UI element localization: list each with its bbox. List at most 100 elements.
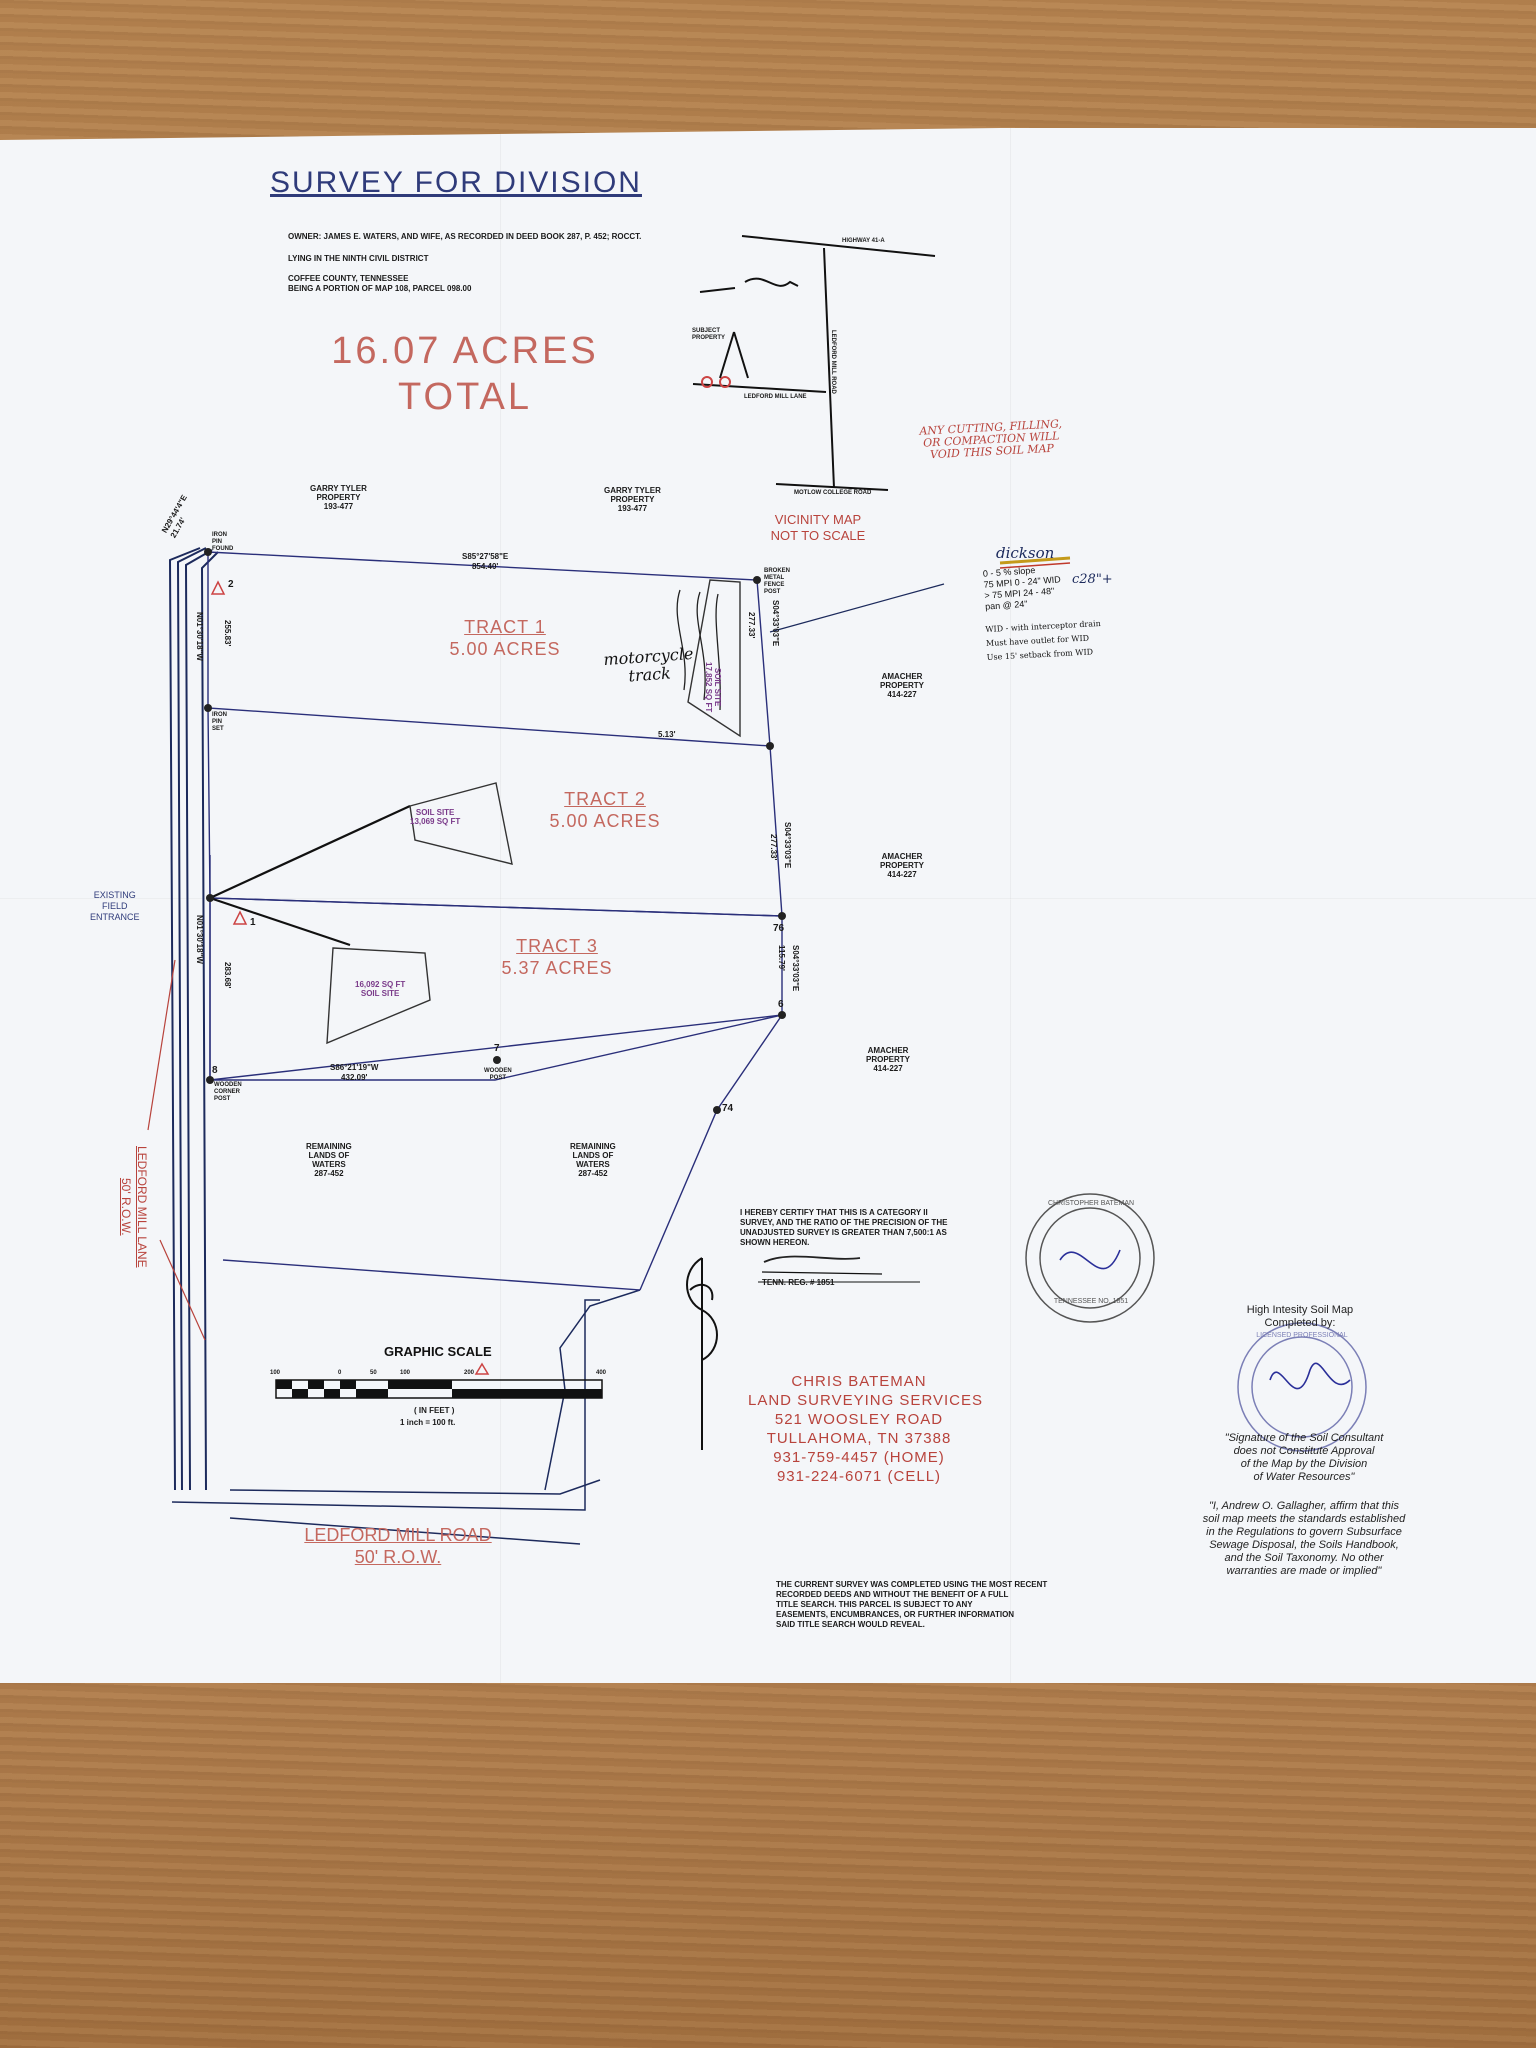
bearing-short-dist: 5.13' bbox=[658, 730, 676, 739]
scale-tick: 0 bbox=[338, 1370, 342, 1376]
vicinity-subject: SUBJECT PROPERTY bbox=[692, 328, 725, 342]
prop-line: LANDS OF bbox=[572, 1151, 614, 1160]
soil-note-extra: c28"+ bbox=[1072, 572, 1113, 587]
prop-line: PROPERTY bbox=[610, 495, 655, 504]
point-number: 8 bbox=[212, 1065, 218, 1076]
field-line: ENTRANCE bbox=[90, 912, 140, 922]
tract-2-label: TRACT 2 5.00 ACRES bbox=[530, 788, 680, 832]
tract-acres: 5.00 ACRES bbox=[549, 811, 661, 831]
prop-line: AMACHER bbox=[867, 1046, 909, 1055]
soil-site-2: SOIL SITE 13,069 SQ FT bbox=[410, 808, 460, 826]
page-title: SURVEY FOR DIVISION bbox=[270, 166, 642, 199]
adjacent-amacher: AMACHER PROPERTY 414-227 bbox=[880, 672, 924, 699]
pin-label: IRON PIN FOUND bbox=[212, 532, 233, 553]
bearing-left-top: N01°30'18"W bbox=[194, 612, 204, 661]
prop-line: AMACHER bbox=[881, 852, 923, 861]
soil-site-area: 13,069 SQ FT bbox=[410, 817, 461, 826]
surveyor-seal: CHRISTOPHER BATEMAN bbox=[1046, 1200, 1136, 1207]
prop-line: PROPERTY bbox=[866, 1055, 911, 1064]
pin-line: FOUND bbox=[212, 546, 234, 552]
cert-line: UNADJUSTED SURVEY IS GREATER THAN 7,500:… bbox=[740, 1228, 947, 1237]
soil-map-approval: "Signature of the Soil Consultant does n… bbox=[1204, 1432, 1404, 1484]
pin-line: POST bbox=[764, 589, 781, 595]
road-row: 50' R.O.W. bbox=[119, 1177, 133, 1236]
pin-label: WOODEN POST bbox=[484, 1068, 512, 1082]
bearing-top: S85°27'58"E 854.40' bbox=[462, 552, 508, 572]
point-number: 2 bbox=[228, 579, 234, 590]
pin-line: SET bbox=[212, 726, 224, 732]
subject-line: SUBJECT bbox=[692, 328, 721, 334]
soil-scientist-seal: LICENSED PROFESSIONAL bbox=[1256, 1332, 1348, 1339]
affirm-line: in the Regulations to govern Subsurface bbox=[1206, 1526, 1402, 1538]
pin-line: FENCE bbox=[764, 582, 785, 588]
soil-site-area: 17,852 SQ FT bbox=[704, 662, 713, 713]
tract-name: TRACT 3 bbox=[516, 936, 598, 956]
owner-line: OWNER: JAMES E. WATERS, AND WIFE, AS REC… bbox=[288, 232, 642, 241]
seal-line: CHRISTOPHER BATEMAN bbox=[1047, 1200, 1135, 1207]
registration: TENN. REG. # 1851 bbox=[762, 1278, 835, 1287]
pin-line: CORNER bbox=[214, 1089, 241, 1095]
company-line: 521 WOOSLEY ROAD bbox=[774, 1411, 944, 1428]
soil-map-line: Completed by: bbox=[1264, 1317, 1336, 1329]
company-line: 931-759-4457 (HOME) bbox=[773, 1449, 945, 1466]
disclaimer-line: THE CURRENT SURVEY WAS COMPLETED USING T… bbox=[776, 1580, 1048, 1589]
bearing-right-mid-dist: 277.33' bbox=[769, 834, 778, 861]
seal-line: LICENSED PROFESSIONAL bbox=[1256, 1332, 1348, 1339]
soil-site-3: 16,092 SQ FT SOIL SITE bbox=[355, 980, 405, 998]
field-line: EXISTING bbox=[93, 890, 136, 900]
prop-line: 287-452 bbox=[314, 1169, 344, 1178]
affirm-line: "I, Andrew O. Gallagher, affirm that thi… bbox=[1209, 1500, 1399, 1512]
vicinity-highway: HIGHWAY 41-A bbox=[842, 238, 885, 244]
subject-line: PROPERTY bbox=[692, 335, 726, 341]
surveyor-seal-bottom: TENNESSEE NO. 1851 bbox=[1046, 1298, 1136, 1305]
wid-note: WID - with interceptor drain Must have o… bbox=[985, 617, 1103, 665]
remaining-lands: REMAINING LANDS OF WATERS 287-452 bbox=[306, 1142, 352, 1178]
prop-line: 414-227 bbox=[873, 1064, 903, 1073]
adjacent-garry-tyler: GARRY TYLER PROPERTY 193-477 bbox=[310, 484, 367, 511]
cert-line: SHOWN HEREON. bbox=[740, 1238, 810, 1247]
soil-note: 0 - 5 % slope 75 MPI 0 - 24" WID > 75 MP… bbox=[983, 563, 1063, 612]
bearing-dist: 854.40' bbox=[471, 562, 499, 571]
field-line: FIELD bbox=[102, 901, 128, 911]
certification: I HEREBY CERTIFY THAT THIS IS A CATEGORY… bbox=[740, 1208, 947, 1248]
prop-line: LANDS OF bbox=[308, 1151, 350, 1160]
total-acres-value: 16.07 ACRES bbox=[331, 330, 599, 372]
tract-3-label: TRACT 3 5.37 ACRES bbox=[482, 935, 632, 979]
pin-line: WOODEN bbox=[214, 1082, 242, 1088]
bearing-left-mid: N01°30'18"W bbox=[195, 915, 204, 964]
soil-map-title: High Intesity Soil Map Completed by: bbox=[1220, 1304, 1380, 1330]
approval-line: of Water Resources" bbox=[1253, 1471, 1355, 1483]
company-line: TULLAHOMA, TN 37388 bbox=[766, 1430, 952, 1447]
prop-line: 414-227 bbox=[887, 690, 917, 699]
company-line: CHRIS BATEMAN bbox=[791, 1373, 927, 1390]
fold-line bbox=[500, 128, 502, 1683]
prop-line: REMAINING bbox=[306, 1142, 352, 1151]
prop-line: AMACHER bbox=[881, 672, 923, 681]
tract-1-label: TRACT 1 5.00 ACRES bbox=[430, 616, 580, 660]
road-row: 50' R.O.W. bbox=[354, 1547, 442, 1567]
bearing-right-low: S04°33'03"E bbox=[791, 945, 800, 992]
soil-map-line: High Intesity Soil Map bbox=[1246, 1304, 1354, 1316]
prop-line: PROPERTY bbox=[880, 681, 925, 690]
seal-line: TENNESSEE NO. 1851 bbox=[1053, 1298, 1129, 1305]
disclaimer-line: SAID TITLE SEARCH WOULD REVEAL. bbox=[776, 1620, 925, 1629]
graphic-scale-title: GRAPHIC SCALE bbox=[384, 1344, 492, 1359]
main-road-label: LEDFORD MILL ROAD 50' R.O.W. bbox=[288, 1524, 508, 1568]
point-number: 7 bbox=[494, 1043, 500, 1054]
company-line: 931-224-6071 (CELL) bbox=[776, 1468, 942, 1485]
owner-line: COFFEE COUNTY, TENNESSEE bbox=[288, 274, 409, 283]
affirm-line: soil map meets the standards established bbox=[1202, 1513, 1406, 1525]
bearing-right-low-dist: 115.79' bbox=[777, 945, 786, 971]
pin-line: PIN bbox=[212, 539, 223, 545]
pin-line: METAL bbox=[764, 575, 785, 581]
adjacent-garry-tyler: GARRY TYLER PROPERTY 193-477 bbox=[604, 486, 661, 513]
disclaimer-line: EASEMENTS, ENCUMBRANCES, OR FURTHER INFO… bbox=[776, 1610, 1015, 1619]
soil-map-affirmation: "I, Andrew O. Gallagher, affirm that thi… bbox=[1180, 1500, 1428, 1578]
vicinity-college: MOTLOW COLLEGE ROAD bbox=[794, 490, 872, 496]
vicinity-lane: LEDFORD MILL LANE bbox=[744, 394, 807, 400]
cert-line: I HEREBY CERTIFY THAT THIS IS A CATEGORY… bbox=[740, 1208, 928, 1217]
prop-line: PROPERTY bbox=[316, 493, 361, 502]
pin-line: BROKEN bbox=[764, 568, 791, 574]
affirm-line: warranties are made or implied" bbox=[1226, 1565, 1382, 1577]
